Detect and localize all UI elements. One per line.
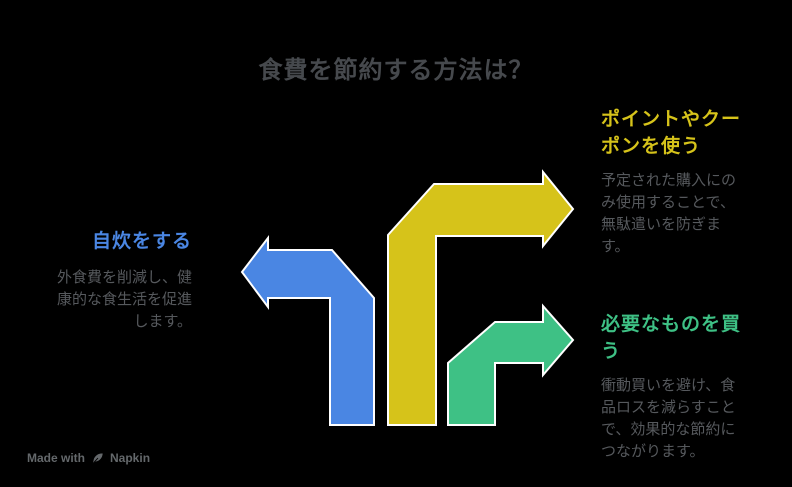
section-cook-description: 外食費を削減し、健 康的な食生活を促進 します。	[56, 269, 192, 330]
napkin-brand-label: Napkin	[110, 451, 151, 465]
section-cook: 自炊をする 外食費を削減し、健 康的な食生活を促進 します。	[30, 228, 192, 333]
section-coupons-description: 予定された購入にの み使用することで、 無駄遣いを防ぎま す。	[601, 172, 737, 255]
page-title: 食費を節約する方法は？	[258, 57, 534, 84]
section-necessities-heading: 必要なものを買 う	[601, 314, 742, 362]
arrow-coupons-right	[387, 169, 575, 426]
arrow-necessities-right	[447, 303, 575, 426]
arrow-cook-left	[240, 235, 375, 426]
napkin-pen-icon	[92, 452, 103, 464]
section-coupons-heading: ポイントやクー ポンを使う	[601, 109, 742, 157]
section-necessities-description: 衝動買いを避け、食 品ロスを減らすこと で、効果的な節約に つながります。	[601, 377, 736, 460]
made-with-label: Made with	[27, 451, 86, 465]
section-coupons: ポイントやクー ポンを使う 予定された購入にの み使用することで、 無駄遣いを防…	[601, 106, 773, 258]
arrows-graphic	[240, 169, 575, 426]
section-necessities: 必要なものを買 う 衝動買いを避け、食 品ロスを減らすこと で、効果的な節約に …	[601, 311, 773, 463]
made-with-napkin-credit: Made with Napkin	[27, 450, 150, 466]
section-cook-heading: 自炊をする	[91, 231, 192, 252]
